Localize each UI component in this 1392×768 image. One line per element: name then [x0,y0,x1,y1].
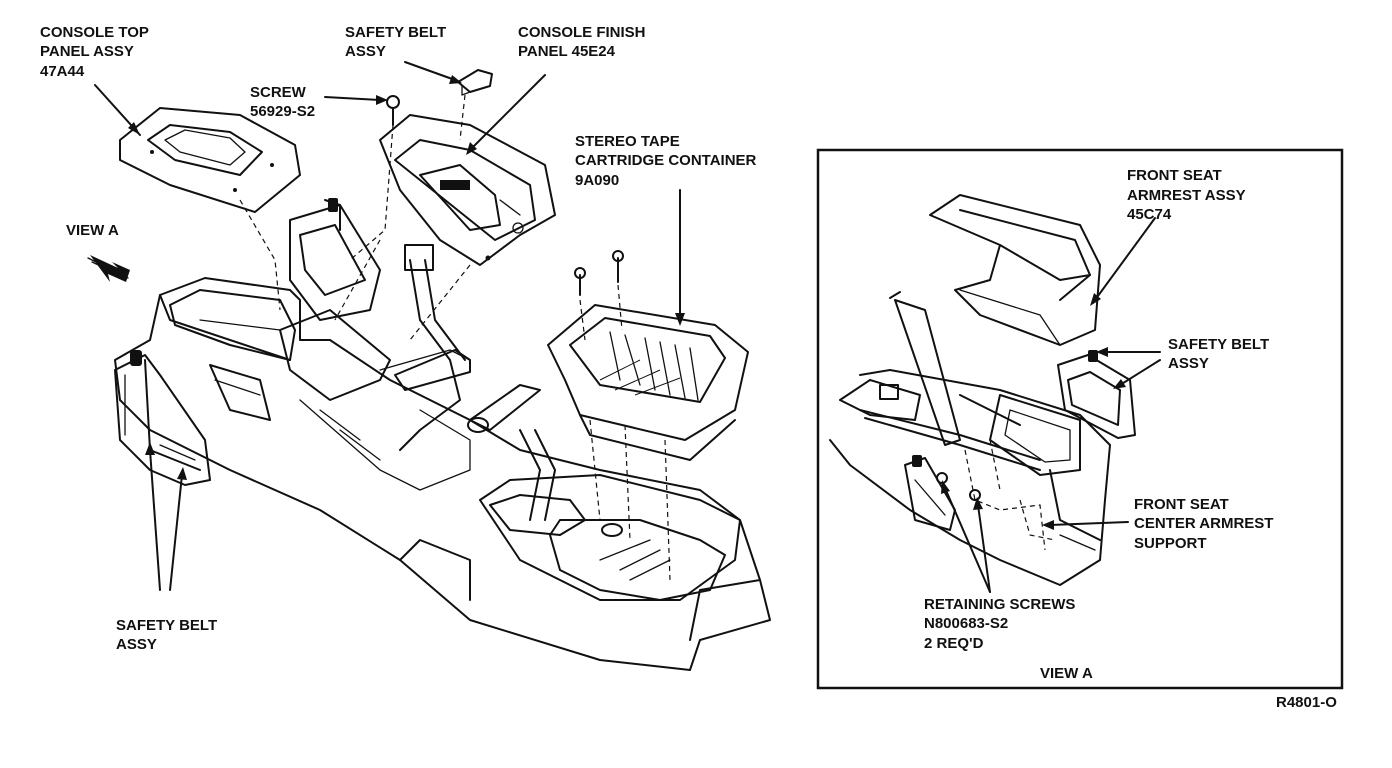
svg-text:47A44: 47A44 [40,63,85,80]
svg-text:SAFETY BELT: SAFETY BELT [116,617,217,634]
label-center-armrest-support: FRONT SEAT CENTER ARMREST SUPPORT [1134,496,1273,552]
top-safety-belt-clip [457,69,493,96]
svg-text:RETAINING SCREWS: RETAINING SCREWS [924,596,1075,613]
wire-harness [379,244,471,451]
svg-text:56929-S2: 56929-S2 [250,103,315,120]
svg-text:SAFETY BELT: SAFETY BELT [1168,336,1269,353]
svg-text:SCREW: SCREW [250,84,307,101]
label-stereo-tape: STEREO TAPE CARTRIDGE CONTAINER 9A090 [575,133,757,189]
svg-text:CONSOLE FINISH: CONSOLE FINISH [518,24,646,41]
svg-text:SAFETY BELT: SAFETY BELT [345,24,446,41]
left-safety-belt-buckle [114,350,211,486]
svg-text:9A090: 9A090 [575,172,619,189]
container-screws [574,250,624,296]
assembly-lines [239,94,671,581]
stereo-tape-container [547,304,749,461]
screw-part [386,95,400,126]
svg-text:2 REQ'D: 2 REQ'D [924,635,984,652]
svg-text:ASSY: ASSY [116,636,157,653]
view-arrow-icon [87,255,130,282]
svg-text:CENTER ARMREST: CENTER ARMREST [1134,515,1273,532]
svg-text:ARMREST ASSY: ARMREST ASSY [1127,187,1246,204]
shifter-bezel [279,198,391,401]
svg-text:FRONT SEAT: FRONT SEAT [1134,496,1229,513]
console-body [114,277,771,671]
console-finish-panel [379,114,556,266]
svg-text:FRONT SEAT: FRONT SEAT [1127,167,1222,184]
label-view-a-inset: VIEW A [1040,665,1093,682]
label-safety-belt-bottom: SAFETY BELT ASSY [116,617,217,653]
label-console-top-panel: CONSOLE TOP PANEL ASSY 47A44 [40,24,149,80]
label-safety-belt-inset: SAFETY BELT ASSY [1168,336,1269,372]
svg-text:CONSOLE TOP: CONSOLE TOP [40,24,149,41]
label-screw: SCREW 56929-S2 [250,84,315,120]
svg-text:PANEL 45E24: PANEL 45E24 [518,43,616,60]
label-view-a-arrow: VIEW A [66,222,119,239]
label-safety-belt-top: SAFETY BELT ASSY [345,24,446,60]
label-retaining-screws: RETAINING SCREWS N800683-S2 2 REQ'D [924,596,1075,652]
label-front-seat-armrest: FRONT SEAT ARMREST ASSY 45C74 [1127,167,1246,223]
leader-arrows [94,61,685,591]
figure-number: R4801-O [1276,694,1337,711]
svg-text:ASSY: ASSY [345,43,386,60]
svg-text:PANEL ASSY: PANEL ASSY [40,43,134,60]
svg-text:SUPPORT: SUPPORT [1134,535,1207,552]
svg-text:45C74: 45C74 [1127,206,1172,223]
view-a-inset [816,148,1344,690]
svg-text:N800683-S2: N800683-S2 [924,615,1008,632]
svg-text:STEREO TAPE: STEREO TAPE [575,133,680,150]
label-console-finish-panel: CONSOLE FINISH PANEL 45E24 [518,24,646,60]
svg-text:CARTRIDGE CONTAINER: CARTRIDGE CONTAINER [575,152,757,169]
console-top-panel [119,107,301,213]
svg-text:ASSY: ASSY [1168,355,1209,372]
